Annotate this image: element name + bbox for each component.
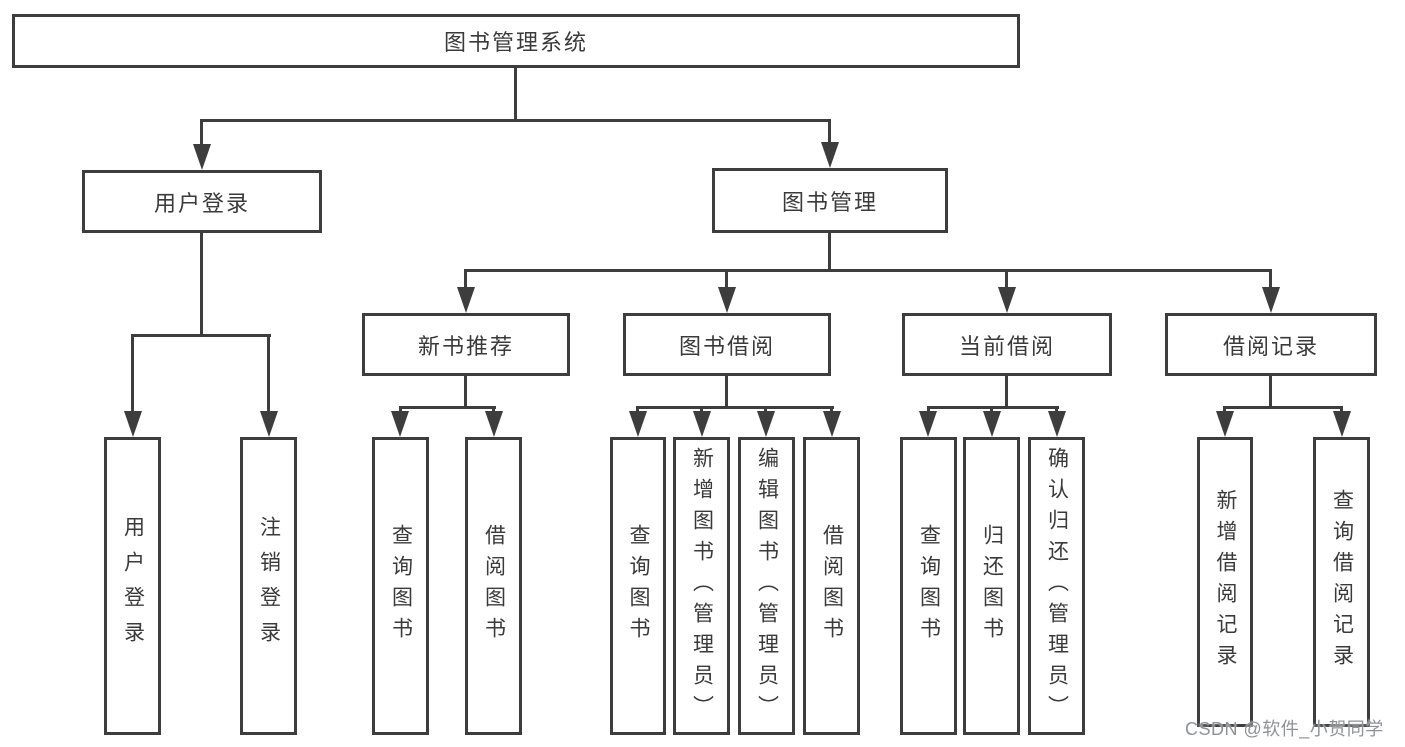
arrow-to-bb-add bbox=[693, 411, 711, 437]
node-root-label: 图书管理系统 bbox=[443, 30, 588, 55]
leaf-user-login-label: 用户登录 bbox=[121, 516, 145, 656]
leaf-user-login: 用户登录 bbox=[104, 437, 161, 735]
arrow-to-nb-query bbox=[391, 411, 409, 437]
arrow-to-user-login bbox=[193, 144, 211, 170]
connector-current-borrow-bar bbox=[927, 406, 1059, 409]
leaf-borrow-add: 新增图书（管理员） bbox=[673, 437, 730, 735]
connector-book-borrow-stem bbox=[725, 376, 728, 409]
connector-current-borrow-stem bbox=[1005, 376, 1008, 409]
connector-to-current-borrow-shaft bbox=[1005, 269, 1008, 290]
connector-root-to-book-mgmt-shaft bbox=[828, 119, 831, 145]
connector-to-nb-query-shaft bbox=[399, 406, 402, 414]
leaf-current-confirm-label: 确认归还（管理员） bbox=[1045, 446, 1069, 726]
node-root: 图书管理系统 bbox=[12, 14, 1020, 68]
leaf-borrow-add-label: 新增图书（管理员） bbox=[690, 446, 714, 726]
leaf-record-query-label: 查询借阅记录 bbox=[1330, 489, 1354, 675]
arrow-to-leaf-logout bbox=[260, 411, 278, 437]
connector-book-borrow-bar bbox=[636, 406, 834, 409]
node-book-borrow: 图书借阅 bbox=[623, 313, 831, 376]
connector-to-bb-query-shaft bbox=[636, 406, 639, 414]
connector-to-br-query-shaft bbox=[1340, 406, 1343, 414]
arrow-to-borrow-records bbox=[1262, 287, 1280, 313]
node-user-login: 用户登录 bbox=[82, 170, 322, 233]
arrow-to-new-book-rec bbox=[457, 287, 475, 313]
leaf-newbook-query-label: 查询图书 bbox=[389, 524, 413, 648]
node-current-borrow: 当前借阅 bbox=[902, 313, 1112, 376]
arrow-to-book-borrow bbox=[718, 287, 736, 313]
node-new-book-rec-label: 新书推荐 bbox=[417, 333, 514, 359]
leaf-current-query-label: 查询图书 bbox=[917, 524, 941, 648]
connector-new-book-rec-stem bbox=[464, 376, 467, 409]
arrow-to-cb-query bbox=[919, 411, 937, 437]
connector-to-br-add-shaft bbox=[1223, 406, 1226, 414]
arrow-to-bb-query bbox=[629, 411, 647, 437]
node-current-borrow-label: 当前借阅 bbox=[958, 333, 1055, 359]
connector-user-login-bar bbox=[132, 334, 271, 337]
connector-new-book-rec-bar bbox=[399, 406, 496, 409]
arrow-to-book-mgmt bbox=[821, 142, 839, 168]
leaf-record-add-label: 新增借阅记录 bbox=[1214, 489, 1237, 675]
connector-to-cb-confirm-shaft bbox=[1055, 406, 1058, 414]
connector-book-mgmt-stem bbox=[828, 233, 831, 272]
arrow-to-br-add bbox=[1216, 411, 1234, 437]
connector-to-bb-add-shaft bbox=[700, 406, 703, 414]
connector-to-book-borrow-shaft bbox=[725, 269, 728, 290]
leaf-logout: 注销登录 bbox=[240, 437, 297, 735]
arrow-to-current-borrow bbox=[998, 287, 1016, 313]
node-borrow-records: 借阅记录 bbox=[1165, 313, 1377, 376]
node-user-login-label: 用户登录 bbox=[153, 190, 250, 216]
leaf-current-query: 查询图书 bbox=[900, 437, 957, 735]
connector-to-cb-query-shaft bbox=[927, 406, 930, 414]
connector-to-cb-return-shaft bbox=[990, 406, 993, 414]
arrow-to-cb-return bbox=[983, 411, 1001, 437]
connector-to-bb-borrow-shaft bbox=[830, 406, 833, 414]
leaf-current-confirm: 确认归还（管理员） bbox=[1028, 437, 1085, 735]
leaf-logout-label: 注销登录 bbox=[257, 516, 281, 656]
connector-borrow-records-bar bbox=[1223, 406, 1343, 409]
leaf-current-return: 归还图书 bbox=[963, 437, 1020, 735]
leaf-borrow-query-label: 查询图书 bbox=[627, 524, 650, 648]
arrow-to-bb-borrow bbox=[823, 411, 841, 437]
leaf-borrow-borrow: 借阅图书 bbox=[803, 437, 860, 735]
connector-user-login-stem bbox=[200, 233, 203, 336]
leaf-newbook-borrow-label: 借阅图书 bbox=[482, 524, 506, 648]
leaf-record-query: 查询借阅记录 bbox=[1313, 437, 1370, 727]
connector-to-leaf-logout-shaft bbox=[267, 334, 270, 412]
node-borrow-records-label: 借阅记录 bbox=[1222, 333, 1319, 359]
leaf-borrow-edit-label: 编辑图书（管理员） bbox=[755, 446, 779, 726]
leaf-borrow-borrow-label: 借阅图书 bbox=[820, 524, 844, 648]
connector-root-stem bbox=[514, 68, 517, 120]
connector-root-to-user-login-shaft bbox=[200, 119, 203, 147]
node-new-book-rec: 新书推荐 bbox=[362, 313, 570, 376]
connector-to-bb-edit-shaft bbox=[764, 406, 767, 414]
node-book-mgmt: 图书管理 bbox=[712, 168, 948, 233]
connector-to-nb-borrow-shaft bbox=[492, 406, 495, 414]
arrow-to-bb-edit bbox=[757, 411, 775, 437]
node-book-mgmt-label: 图书管理 bbox=[781, 189, 878, 215]
connector-borrow-records-stem bbox=[1269, 376, 1272, 409]
leaf-current-return-label: 归还图书 bbox=[980, 524, 1004, 648]
arrow-to-nb-borrow bbox=[485, 411, 503, 437]
leaf-borrow-edit: 编辑图书（管理员） bbox=[738, 437, 795, 735]
leaf-borrow-query: 查询图书 bbox=[610, 437, 666, 735]
leaf-newbook-borrow: 借阅图书 bbox=[465, 437, 522, 735]
connector-to-new-book-rec-shaft bbox=[464, 269, 467, 290]
connector-root-bar bbox=[201, 119, 831, 122]
leaf-newbook-query: 查询图书 bbox=[372, 437, 429, 735]
arrow-to-cb-confirm bbox=[1048, 411, 1066, 437]
csdn-watermark: CSDN @软件_小贺同学 bbox=[1185, 719, 1384, 739]
arrow-to-br-query bbox=[1333, 411, 1351, 437]
arrow-to-leaf-user-login bbox=[124, 411, 142, 437]
connector-book-mgmt-bar bbox=[464, 269, 1272, 272]
node-book-borrow-label: 图书借阅 bbox=[678, 333, 775, 359]
connector-to-leaf-user-login-shaft bbox=[131, 334, 134, 412]
leaf-record-add: 新增借阅记录 bbox=[1197, 437, 1253, 727]
connector-to-borrow-records-shaft bbox=[1269, 269, 1272, 290]
